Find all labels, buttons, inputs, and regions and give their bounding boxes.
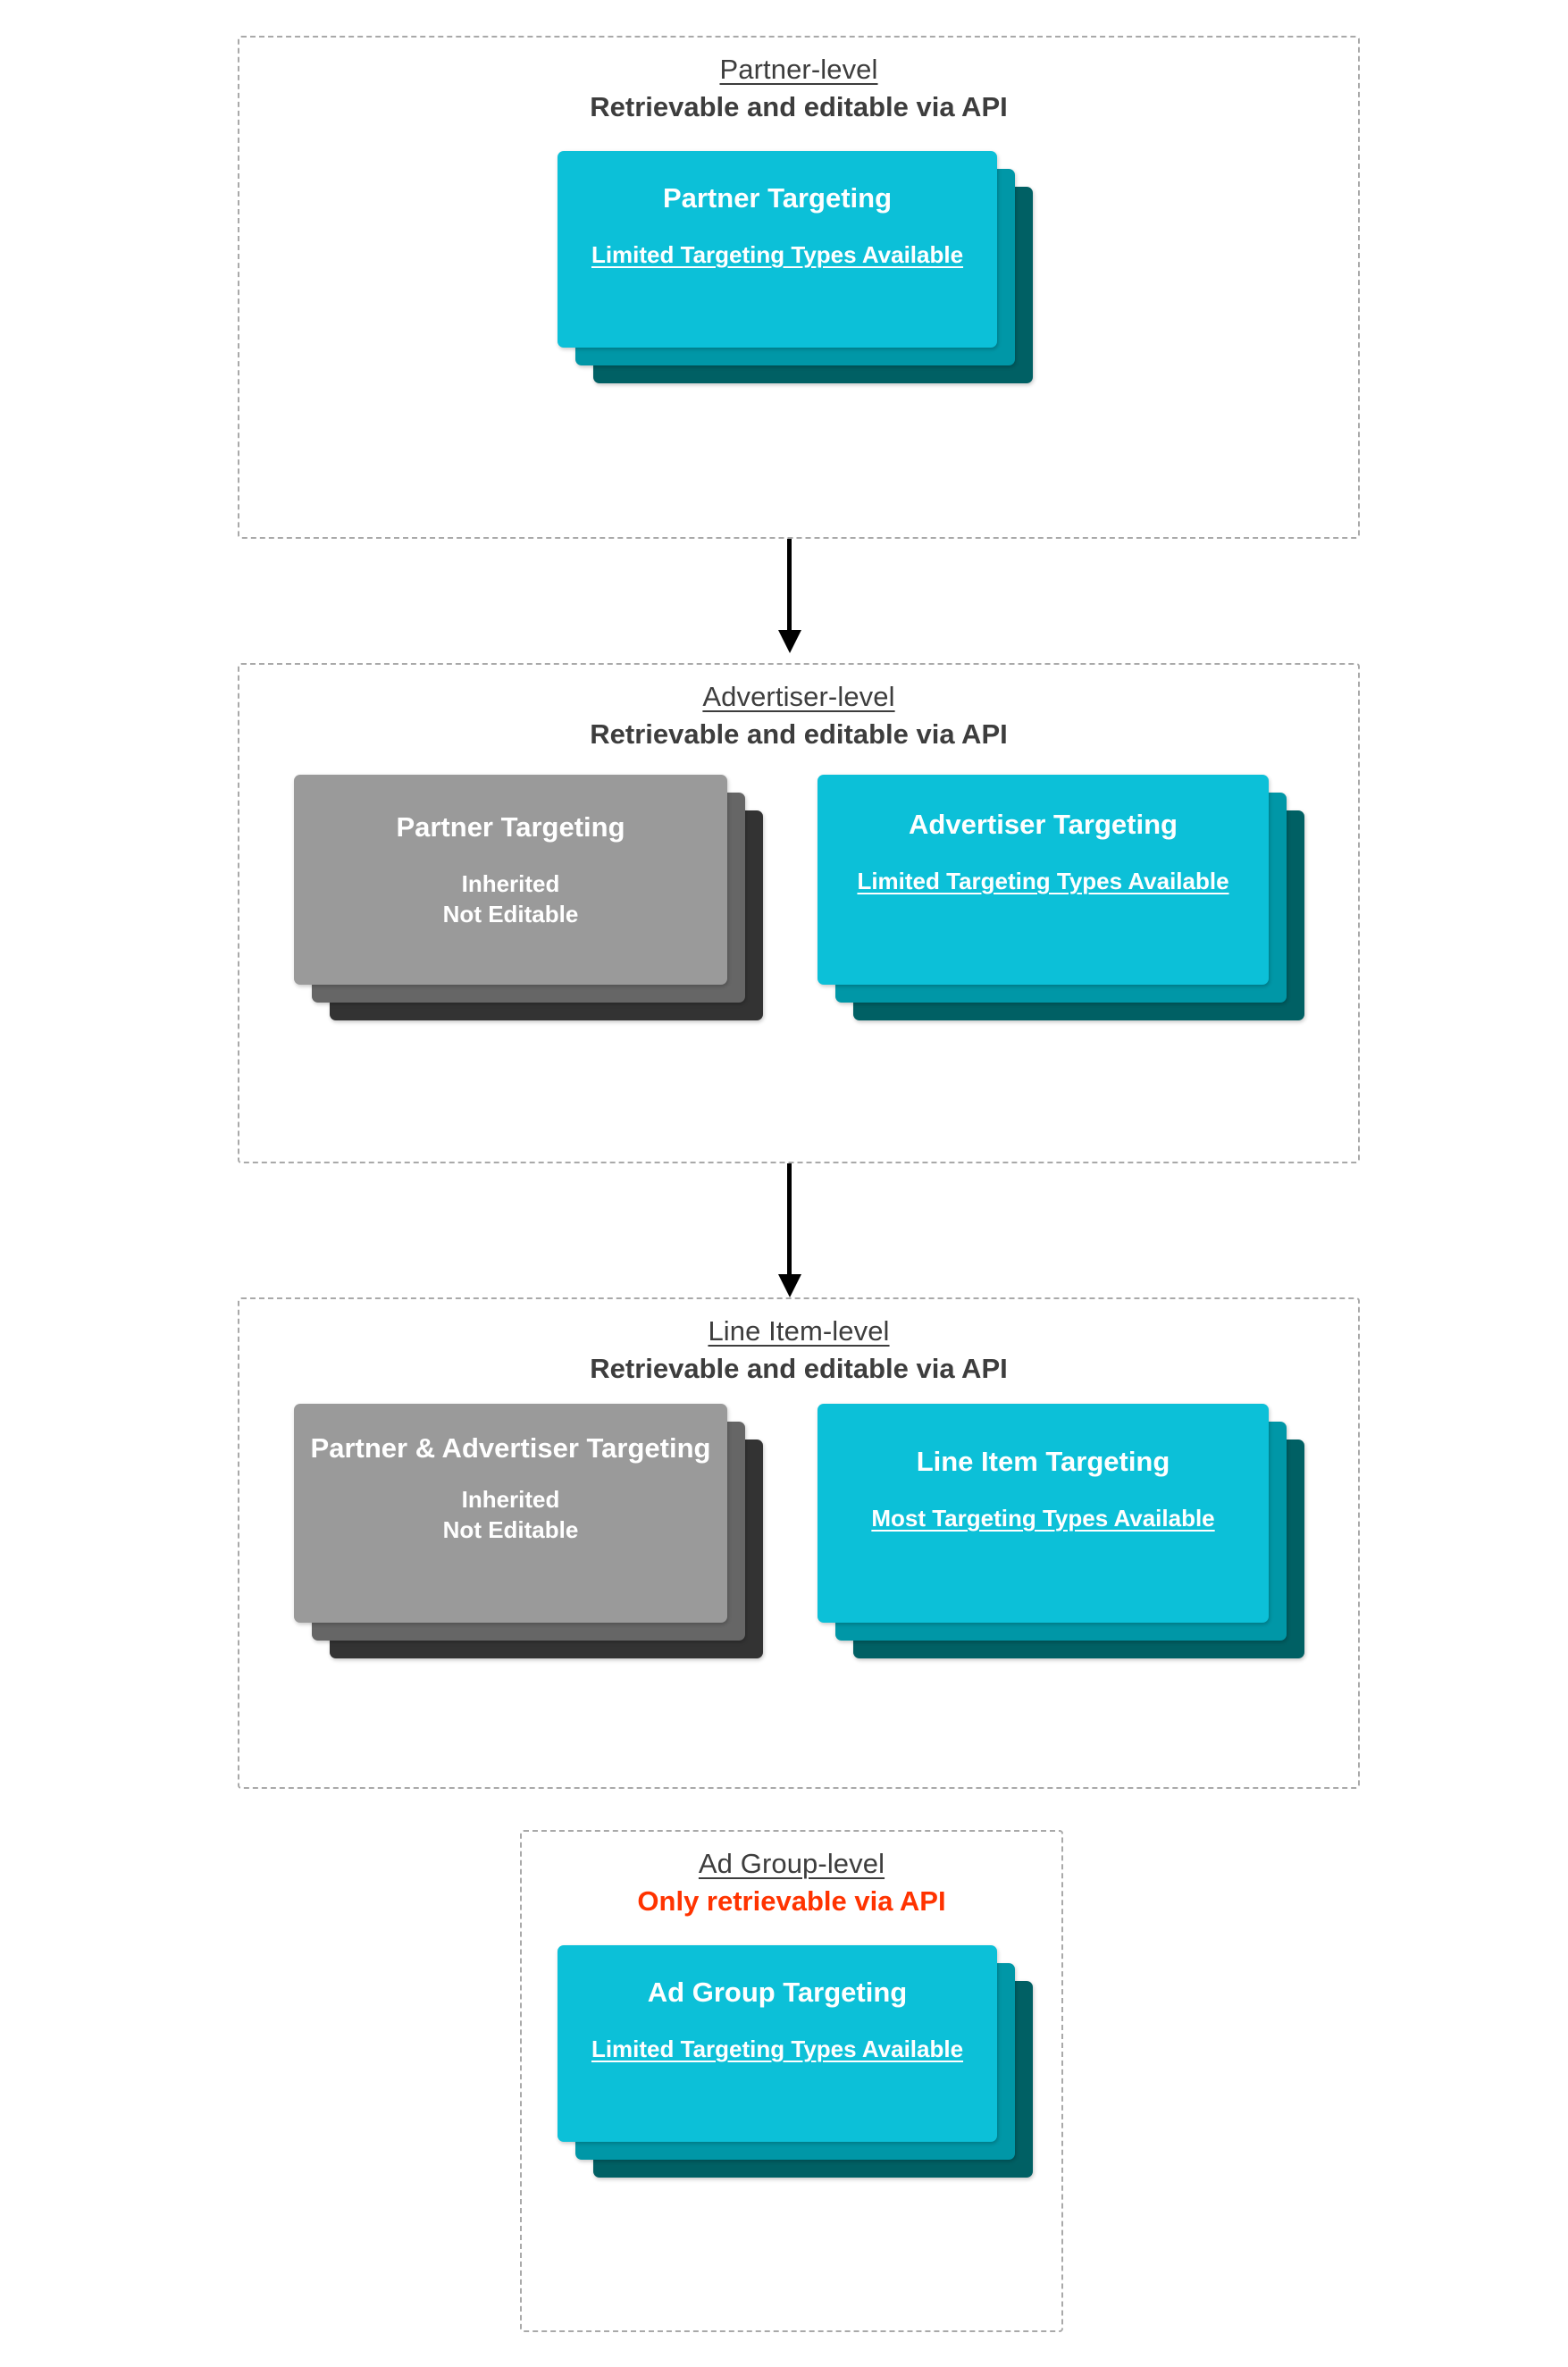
card-front-partner-targeting[interactable]: Partner Targeting Limited Targeting Type… bbox=[558, 151, 997, 348]
level-api-note-line-item: Retrievable and editable via API bbox=[590, 1352, 1008, 1384]
level-panel-line-item: Line Item-level Retrievable and editable… bbox=[238, 1297, 1360, 1789]
card-subtitle: Limited Targeting Types Available bbox=[857, 867, 1229, 894]
card-stack-advertiser-inherited: Partner Targeting Inherited Not Editable bbox=[294, 775, 763, 1020]
card-front-partner-advertiser-targeting-inherited[interactable]: Partner & Advertiser Targeting Inherited… bbox=[294, 1404, 727, 1623]
card-body: Line Item Targeting Most Targeting Types… bbox=[818, 1444, 1269, 1533]
level-panel-ad-group: Ad Group-level Only retrievable via API … bbox=[520, 1830, 1063, 2332]
card-title: Partner Targeting bbox=[662, 182, 893, 214]
level-label-ad-group: Ad Group-level bbox=[698, 1848, 885, 1879]
card-title: Partner Targeting bbox=[396, 811, 625, 843]
card-body: Partner & Advertiser Targeting Inherited… bbox=[294, 1431, 727, 1546]
card-subtitle: Limited Targeting Types Available bbox=[591, 2035, 964, 2062]
panel-header-ad-group: Ad Group-level Only retrievable via API bbox=[522, 1848, 1061, 1918]
card-subtitle: Most Targeting Types Available bbox=[871, 1504, 1215, 1532]
card-title: Line Item Targeting bbox=[916, 1446, 1170, 1477]
card-stack-line-item-inherited: Partner & Advertiser Targeting Inherited… bbox=[294, 1404, 763, 1658]
card-front-partner-targeting-inherited[interactable]: Partner Targeting Inherited Not Editable bbox=[294, 775, 727, 985]
level-panel-partner: Partner-level Retrievable and editable v… bbox=[238, 36, 1360, 539]
panel-header-partner: Partner-level Retrievable and editable v… bbox=[239, 54, 1358, 124]
level-label-partner: Partner-level bbox=[719, 54, 878, 85]
card-title: Advertiser Targeting bbox=[909, 809, 1178, 840]
level-label-line-item: Line Item-level bbox=[708, 1315, 890, 1347]
arrow-head bbox=[778, 630, 801, 653]
card-body: Partner Targeting Limited Targeting Type… bbox=[558, 180, 997, 270]
level-api-note-advertiser: Retrievable and editable via API bbox=[590, 718, 1008, 750]
card-subtitle: Limited Targeting Types Available bbox=[591, 240, 964, 268]
card-front-advertiser-targeting[interactable]: Advertiser Targeting Limited Targeting T… bbox=[818, 775, 1269, 985]
connector-arrow-partner-to-advertiser bbox=[772, 539, 808, 653]
level-api-note-partner: Retrievable and editable via API bbox=[590, 90, 1008, 122]
arrow-head bbox=[778, 1274, 801, 1297]
card-title: Ad Group Targeting bbox=[647, 1977, 908, 2008]
card-title: Partner & Advertiser Targeting bbox=[310, 1432, 711, 1464]
panel-header-line-item: Line Item-level Retrievable and editable… bbox=[239, 1315, 1358, 1386]
arrow-shaft bbox=[787, 1163, 792, 1276]
card-front-line-item-targeting[interactable]: Line Item Targeting Most Targeting Types… bbox=[818, 1404, 1269, 1623]
panel-header-advertiser: Advertiser-level Retrievable and editabl… bbox=[239, 681, 1358, 751]
level-api-note-ad-group: Only retrievable via API bbox=[637, 1884, 946, 1917]
card-subtitle: Inherited Not Editable bbox=[442, 869, 579, 928]
arrow-shaft bbox=[787, 539, 792, 632]
card-front-ad-group-targeting[interactable]: Ad Group Targeting Limited Targeting Typ… bbox=[558, 1945, 997, 2142]
card-subtitle: Inherited Not Editable bbox=[442, 1485, 579, 1544]
card-body: Partner Targeting Inherited Not Editable bbox=[294, 810, 727, 930]
card-body: Advertiser Targeting Limited Targeting T… bbox=[818, 807, 1269, 896]
connector-arrow-advertiser-to-lineitem bbox=[772, 1163, 808, 1297]
level-panel-advertiser: Advertiser-level Retrievable and editabl… bbox=[238, 663, 1360, 1163]
card-stack-line-item-targeting: Line Item Targeting Most Targeting Types… bbox=[818, 1404, 1304, 1658]
card-stack-partner-targeting: Partner Targeting Limited Targeting Type… bbox=[558, 151, 1033, 383]
card-stack-ad-group-targeting: Ad Group Targeting Limited Targeting Typ… bbox=[558, 1945, 1033, 2178]
card-body: Ad Group Targeting Limited Targeting Typ… bbox=[558, 1975, 997, 2064]
card-stack-advertiser-targeting: Advertiser Targeting Limited Targeting T… bbox=[818, 775, 1304, 1020]
level-label-advertiser: Advertiser-level bbox=[702, 681, 895, 712]
